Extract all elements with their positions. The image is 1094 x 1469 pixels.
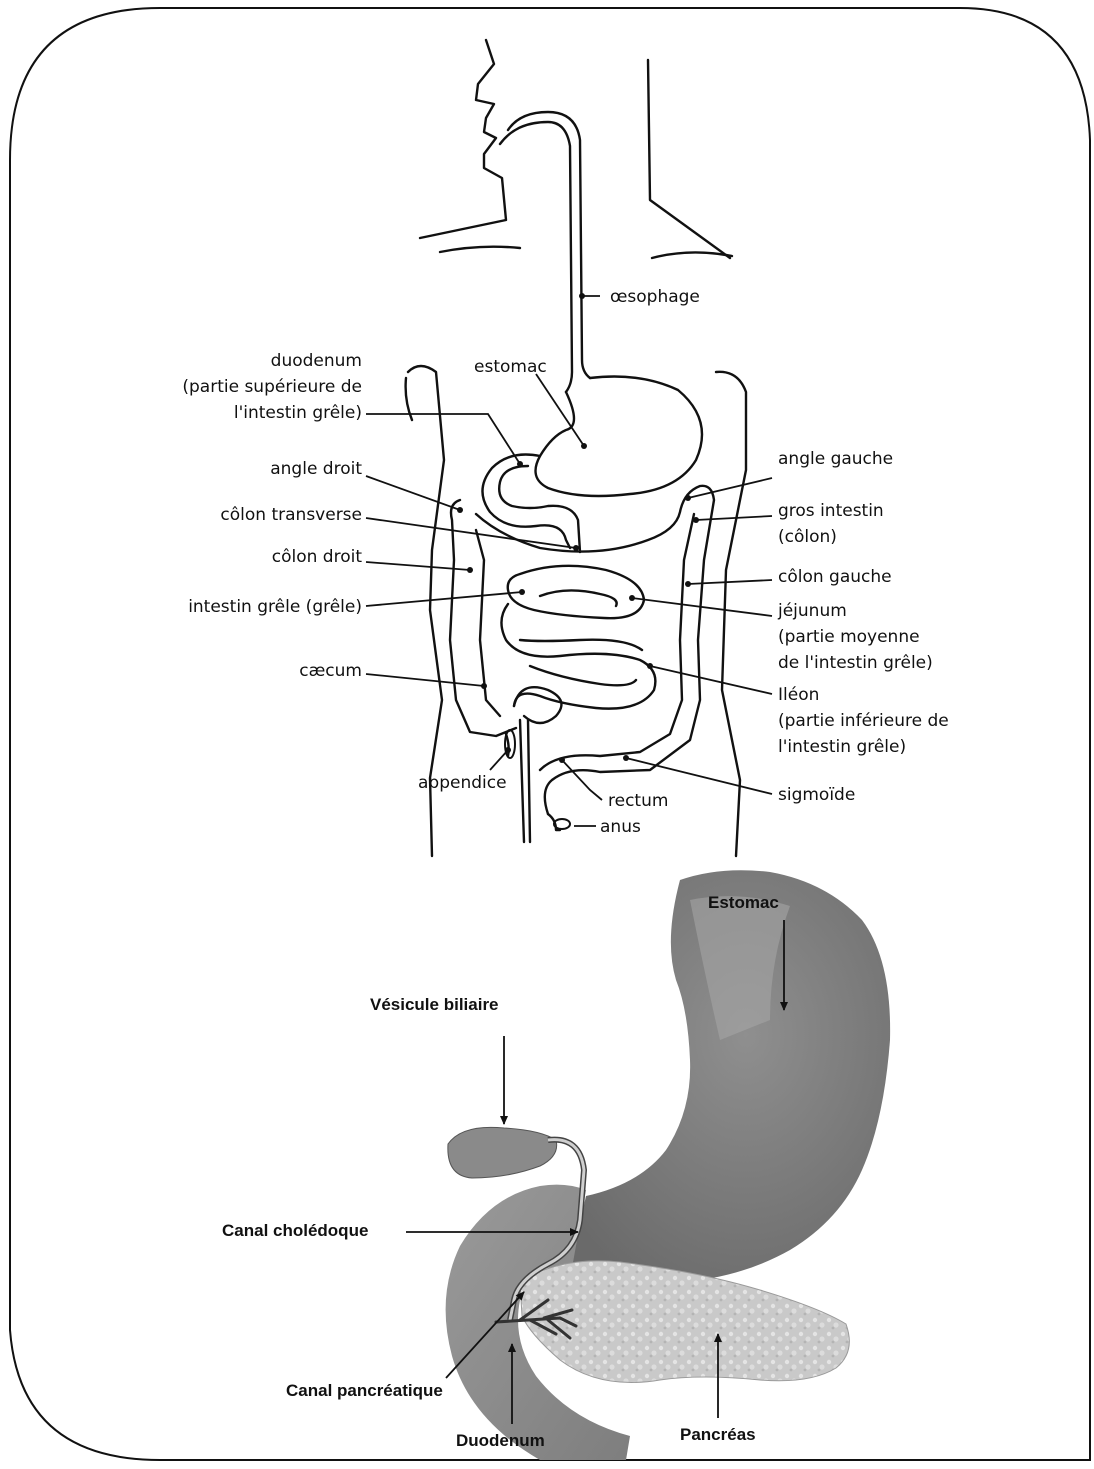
label-gros-intestin: gros intestin: [778, 501, 884, 521]
label-rectum: rectum: [608, 791, 668, 811]
label-ileon: Iléon: [778, 685, 819, 705]
label-jejunum-sub1: (partie moyenne: [778, 627, 920, 647]
label-estomac-2: Estomac: [708, 893, 779, 912]
label-duodenum: duodenum: [271, 351, 362, 371]
label-gros-intestin-sub: (côlon): [778, 527, 837, 547]
duodenum: [482, 455, 570, 549]
label-ileon-sub1: (partie inférieure de: [778, 711, 949, 731]
label-colon-transverse: côlon transverse: [220, 505, 362, 525]
label-duodenum-sub2: l'intestin grêle): [234, 403, 362, 423]
label-anus: anus: [600, 817, 641, 837]
label-oesophage: œsophage: [610, 287, 700, 307]
label-angle-gauche: angle gauche: [778, 449, 893, 469]
digestive-tract-diagram: œsophage estomac duodenum (partie supéri…: [182, 40, 948, 856]
label-colon-gauche: côlon gauche: [778, 567, 892, 587]
gallbladder-shape: [448, 1127, 557, 1178]
label-caecum: cæcum: [299, 661, 362, 681]
label-duodenum-2: Duodenum: [456, 1431, 545, 1450]
stomach: [536, 377, 703, 497]
head-profile: [420, 40, 506, 238]
label-ileon-sub2: l'intestin grêle): [778, 737, 906, 757]
label-appendice: appendice: [418, 773, 507, 793]
label-canal-pancreatique: Canal pancréatique: [286, 1381, 443, 1400]
neck-back: [648, 60, 730, 258]
label-estomac: estomac: [474, 357, 547, 377]
label-sigmoide: sigmoïde: [778, 785, 855, 805]
label-canal-choledoque: Canal cholédoque: [222, 1221, 368, 1240]
label-colon-droit: côlon droit: [272, 547, 363, 567]
label-duodenum-sub1: (partie supérieure de: [182, 377, 362, 397]
label-jejunum-sub2: de l'intestin grêle): [778, 653, 933, 673]
oesophagus: [508, 112, 590, 378]
label-angle-droit: angle droit: [270, 459, 362, 479]
label-jejunum: jéjunum: [777, 601, 847, 621]
biliary-pancreatic-diagram: Estomac Vésicule biliaire Canal cholédoq…: [222, 870, 890, 1460]
label-intestin-grele: intestin grêle (grêle): [188, 597, 362, 617]
small-intestine: [508, 566, 644, 618]
label-pancreas: Pancréas: [680, 1425, 756, 1444]
label-vesicule-biliaire: Vésicule biliaire: [370, 995, 499, 1014]
